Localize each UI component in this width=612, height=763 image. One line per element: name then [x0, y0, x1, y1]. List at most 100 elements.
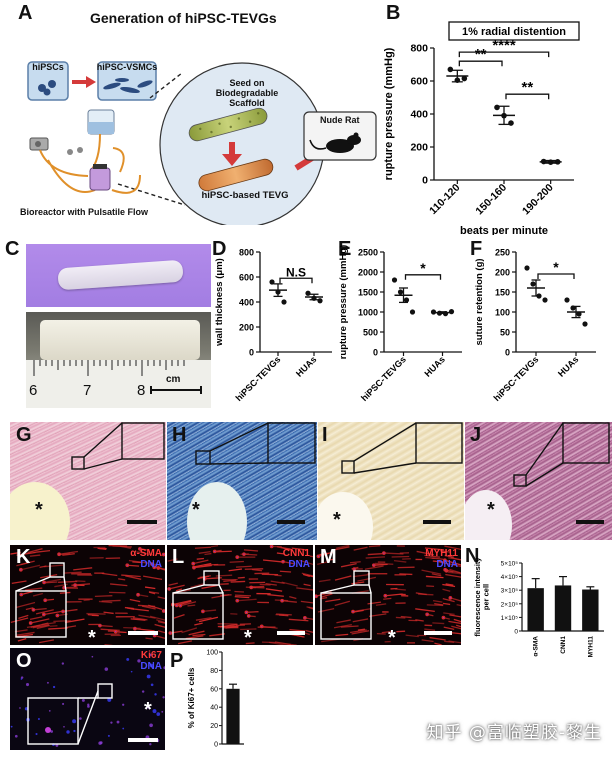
fluor-streak: [43, 578, 62, 584]
sig-bracket-b-2: [505, 93, 550, 100]
fluor-streak: [444, 640, 455, 643]
data-point-e-1-3: [448, 309, 455, 315]
ruler-num-7: 7: [83, 382, 92, 399]
ruler-num-8: 8: [137, 382, 146, 399]
fluor-streak: [195, 616, 212, 621]
panel-label-e: E: [338, 238, 352, 260]
sig-label-d-0: N.S: [286, 265, 306, 279]
fluor-streak: [317, 560, 330, 565]
panel-label-i: I: [322, 424, 328, 446]
panel-label-a: A: [18, 2, 33, 24]
fluor-streak: [16, 601, 36, 608]
fluor-streak: [25, 607, 34, 611]
rat-icon: [309, 132, 361, 153]
data-point-f-1-0: [564, 297, 570, 303]
dna-nucleus: [246, 614, 251, 618]
fluor-streak: [415, 608, 435, 613]
fluor-streak: [97, 547, 107, 551]
fluor-streak: [434, 642, 442, 645]
dna-nucleus: [72, 719, 77, 724]
lumen-star-m: *: [388, 627, 396, 649]
fluor-streak: [101, 572, 118, 577]
fluor-streak: [334, 575, 352, 581]
fluor-streak: [405, 634, 419, 638]
dna-nucleus: [162, 696, 165, 699]
dna-nucleus: [104, 667, 109, 671]
fluor-streak: [357, 576, 376, 582]
nude-rat-box: [303, 111, 377, 161]
fluor-streak: [425, 556, 435, 559]
bioreactor-icon: [29, 109, 141, 194]
fluor-streak: [196, 557, 205, 560]
fluor-streak: [36, 624, 50, 630]
tevg-label: hiPSC-based TEVG: [201, 190, 289, 201]
fluor-streak: [235, 565, 252, 568]
fluor-streak: [365, 556, 386, 559]
fluor-streak: [198, 616, 219, 623]
fluor-streak: [445, 573, 461, 578]
fluor-streak: [249, 585, 265, 588]
fluor-streak: [20, 560, 35, 566]
fluor-streak: [32, 624, 50, 629]
photo-tube-top: [26, 244, 211, 307]
fluor-streak: [448, 620, 461, 625]
fluor-streak: [59, 591, 71, 594]
dna-nucleus: [178, 603, 183, 608]
micrograph-o: [10, 648, 165, 750]
dna-nucleus: [130, 670, 133, 673]
dna-nucleus: [191, 561, 196, 566]
dna-nucleus: [156, 712, 161, 716]
sig-label-e-0: *: [420, 260, 426, 276]
lumen-star-k: *: [88, 627, 96, 649]
data-point-d-1-0: [305, 290, 311, 296]
fluor-streak: [279, 614, 289, 617]
fluor-streak: [14, 629, 28, 633]
dna-nucleus: [79, 717, 82, 720]
panel-label-d: D: [212, 238, 227, 260]
fluor-streak: [364, 565, 384, 570]
dna-nucleus: [61, 662, 65, 665]
fluor-streak: [136, 551, 153, 556]
fluor-streak: [201, 584, 218, 590]
x-tick-label-n-2: MYH11: [587, 636, 594, 658]
fluor-streak: [237, 576, 245, 579]
fluor-streak: [86, 612, 106, 615]
fluor-streak: [336, 619, 351, 624]
fluor-streak: [18, 614, 29, 619]
panel-label-b: B: [386, 2, 401, 24]
fluor-streak: [187, 604, 196, 607]
dna-nucleus: [425, 612, 429, 617]
dna-nucleus: [168, 631, 173, 635]
dna-nucleus: [137, 546, 142, 551]
x-tick-label-n-0: α-SMA: [533, 636, 540, 657]
fluor-streak: [149, 615, 165, 621]
y-tick-label-p-4: 80: [210, 668, 218, 675]
data-point-f-0-1: [530, 281, 536, 287]
seed-label-1: Seed on: [229, 78, 265, 88]
watermark: 知乎 @富临塑胶-黎生: [426, 723, 602, 743]
dna-nucleus: [52, 685, 56, 689]
fluor-streak: [326, 558, 334, 561]
dna-nucleus: [163, 666, 165, 670]
fluor-streak: [340, 562, 357, 568]
fluor-streak: [243, 549, 259, 552]
x-tick-label-b-2: 190-200: [520, 182, 556, 218]
dna-nucleus: [147, 705, 150, 709]
fluor-streak: [121, 574, 141, 578]
fluor-streak: [451, 625, 461, 630]
dna-nucleus: [125, 563, 130, 568]
fluor-streak: [194, 622, 203, 626]
fluor-streak: [29, 616, 43, 620]
fluor-streak: [27, 548, 43, 554]
dna-nucleus: [73, 729, 76, 733]
lumen-star-o: *: [144, 699, 152, 721]
fluor-streak: [53, 619, 71, 623]
dna-nucleus: [167, 587, 172, 591]
dna-nucleus: [107, 697, 112, 702]
data-point-b-0-2: [461, 75, 468, 82]
data-point-b-1-0: [494, 104, 500, 111]
fluor-streak: [48, 627, 68, 630]
fluor-streak: [309, 555, 313, 558]
